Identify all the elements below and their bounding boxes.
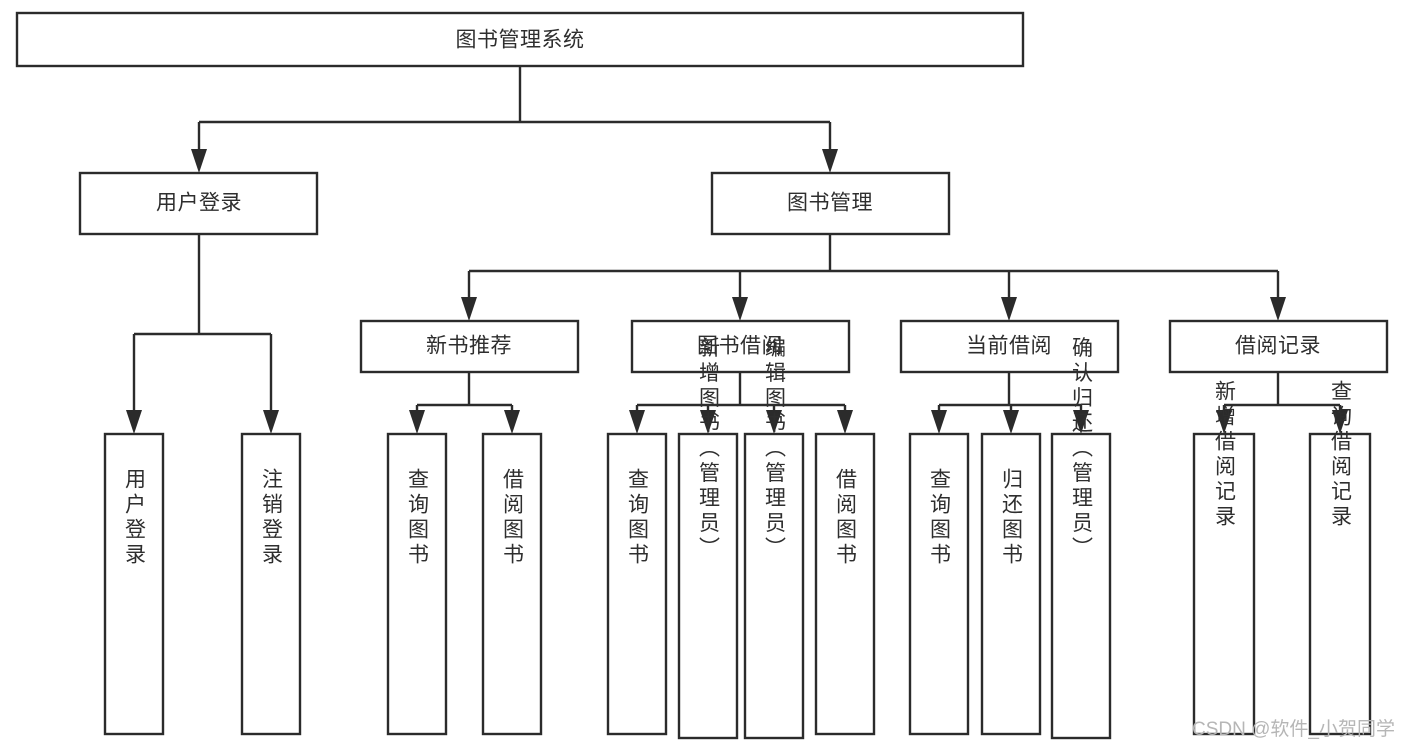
connector-group-root bbox=[191, 66, 838, 173]
node-user-login[interactable]: 用户登录 bbox=[78, 171, 319, 236]
leaf-query-book-borrow-label: 查询图书 bbox=[626, 468, 650, 568]
connector-group-current-borrow bbox=[931, 372, 1089, 434]
leaf-query-book-recommend-label: 查询图书 bbox=[406, 468, 430, 568]
leaf-edit-book-label: 编辑图书（管理员） bbox=[763, 337, 787, 562]
leaf-confirm-return-box[interactable] bbox=[1050, 432, 1112, 740]
leaf-add-borrow-record-label: 新增借阅记录 bbox=[1213, 380, 1237, 530]
arrow-head-user-login bbox=[191, 149, 207, 173]
leaf-node-query-book-borrow[interactable]: 查询图书 bbox=[606, 432, 668, 736]
arrow-head-leaf-borrow-book-2 bbox=[837, 410, 853, 434]
arrow-head-leaf-edit-book bbox=[766, 410, 782, 434]
leaf-add-book-label: 新增图书（管理员） bbox=[697, 337, 721, 562]
connector-group-book-borrow bbox=[629, 372, 853, 434]
leaf-node-logout[interactable]: 注销登录 bbox=[240, 432, 302, 736]
leaf-edit-book-box[interactable] bbox=[743, 432, 805, 740]
arrow-head-book-manage bbox=[822, 149, 838, 173]
leaf-confirm-return-label: 确认归还（管理员） bbox=[1070, 337, 1094, 562]
leaf-add-borrow-record-box[interactable] bbox=[1192, 432, 1256, 736]
leaf-borrow-book-box[interactable] bbox=[814, 432, 876, 736]
leaf-node-query-borrow-record[interactable]: 查询借阅记录 bbox=[1308, 380, 1372, 736]
leaf-return-book-box[interactable] bbox=[980, 432, 1042, 736]
arrow-head-new-book-recommend bbox=[461, 297, 477, 321]
arrow-head-leaf-confirm-return bbox=[1073, 410, 1089, 434]
leaf-node-confirm-return[interactable]: 确认归还（管理员） bbox=[1050, 337, 1112, 740]
node-book-management-box[interactable] bbox=[710, 171, 951, 236]
node-root-box[interactable] bbox=[15, 11, 1025, 68]
leaf-node-query-book-recommend[interactable]: 查询图书 bbox=[386, 432, 448, 736]
leaf-query-book-current-label: 查询图书 bbox=[928, 468, 952, 568]
leaf-user-login-box[interactable] bbox=[103, 432, 165, 736]
node-borrow-record[interactable]: 借阅记录 bbox=[1168, 319, 1389, 374]
leaf-logout-box[interactable] bbox=[240, 432, 302, 736]
node-borrow-record-box[interactable] bbox=[1168, 319, 1389, 374]
node-user-login-box[interactable] bbox=[78, 171, 319, 236]
node-book-management[interactable]: 图书管理 bbox=[710, 171, 951, 236]
arrow-head-leaf-user-login bbox=[126, 410, 142, 434]
arrow-head-leaf-add-book bbox=[700, 410, 716, 434]
leaf-node-add-book[interactable]: 新增图书（管理员） bbox=[677, 337, 739, 740]
leaf-node-borrow-book[interactable]: 借阅图书 bbox=[814, 432, 876, 736]
leaf-node-borrow-book-recommend[interactable]: 借阅图书 bbox=[481, 432, 543, 736]
leaf-user-login-label: 用户登录 bbox=[123, 468, 147, 568]
arrow-head-leaf-add-record bbox=[1216, 410, 1232, 434]
leaf-borrow-book-recommend-label: 借阅图书 bbox=[501, 468, 525, 568]
node-new-book-recommend-label: 新书推荐 bbox=[426, 335, 512, 358]
arrow-head-leaf-query-book-1 bbox=[409, 410, 425, 434]
node-borrow-record-label: 借阅记录 bbox=[1235, 335, 1321, 358]
connector-group-borrow-record bbox=[1216, 372, 1348, 434]
leaf-node-query-book-current[interactable]: 查询图书 bbox=[908, 432, 970, 736]
connector-group-new-book-recommend bbox=[409, 372, 520, 434]
leaf-logout-label: 注销登录 bbox=[260, 468, 284, 568]
node-book-borrow-box[interactable] bbox=[630, 319, 851, 374]
leaf-query-book-current-box[interactable] bbox=[908, 432, 970, 736]
node-book-management-label: 图书管理 bbox=[787, 192, 873, 215]
node-current-borrow[interactable]: 当前借阅 bbox=[899, 319, 1120, 374]
leaf-query-book-borrow-box[interactable] bbox=[606, 432, 668, 736]
leaf-node-edit-book[interactable]: 编辑图书（管理员） bbox=[743, 337, 805, 740]
leaf-query-borrow-record-label: 查询借阅记录 bbox=[1329, 380, 1353, 530]
connector-group-user-login bbox=[126, 234, 279, 434]
arrow-head-current-borrow bbox=[1001, 297, 1017, 321]
node-current-borrow-box[interactable] bbox=[899, 319, 1120, 374]
arrow-head-leaf-query-book-3 bbox=[931, 410, 947, 434]
arrow-head-leaf-query-book-2 bbox=[629, 410, 645, 434]
node-root-book-management-system[interactable]: 图书管理系统 bbox=[15, 11, 1025, 68]
leaf-borrow-book-label: 借阅图书 bbox=[834, 468, 858, 568]
node-new-book-recommend[interactable]: 新书推荐 bbox=[359, 319, 580, 374]
node-book-borrow-label: 图书借阅 bbox=[697, 335, 783, 358]
connector-group-book-manage bbox=[461, 234, 1286, 321]
node-book-borrow[interactable]: 图书借阅 bbox=[630, 319, 851, 374]
node-new-book-recommend-box[interactable] bbox=[359, 319, 580, 374]
node-user-login-label: 用户登录 bbox=[156, 192, 242, 215]
leaf-query-book-recommend-box[interactable] bbox=[386, 432, 448, 736]
leaf-add-book-box[interactable] bbox=[677, 432, 739, 740]
arrow-head-leaf-return-book bbox=[1003, 410, 1019, 434]
arrow-head-book-borrow bbox=[732, 297, 748, 321]
arrow-head-borrow-record bbox=[1270, 297, 1286, 321]
node-root-label: 图书管理系统 bbox=[456, 29, 585, 52]
arrow-head-leaf-logout bbox=[263, 410, 279, 434]
leaf-node-user-login[interactable]: 用户登录 bbox=[103, 432, 165, 736]
leaf-query-borrow-record-box[interactable] bbox=[1308, 432, 1372, 736]
arrow-head-leaf-borrow-book-1 bbox=[504, 410, 520, 434]
leaf-borrow-book-recommend-box[interactable] bbox=[481, 432, 543, 736]
leaf-node-add-borrow-record[interactable]: 新增借阅记录 bbox=[1192, 380, 1256, 736]
leaf-node-return-book[interactable]: 归还图书 bbox=[980, 432, 1042, 736]
leaf-return-book-label: 归还图书 bbox=[1000, 468, 1024, 568]
arrow-head-leaf-query-record bbox=[1332, 410, 1348, 434]
node-current-borrow-label: 当前借阅 bbox=[966, 335, 1052, 358]
